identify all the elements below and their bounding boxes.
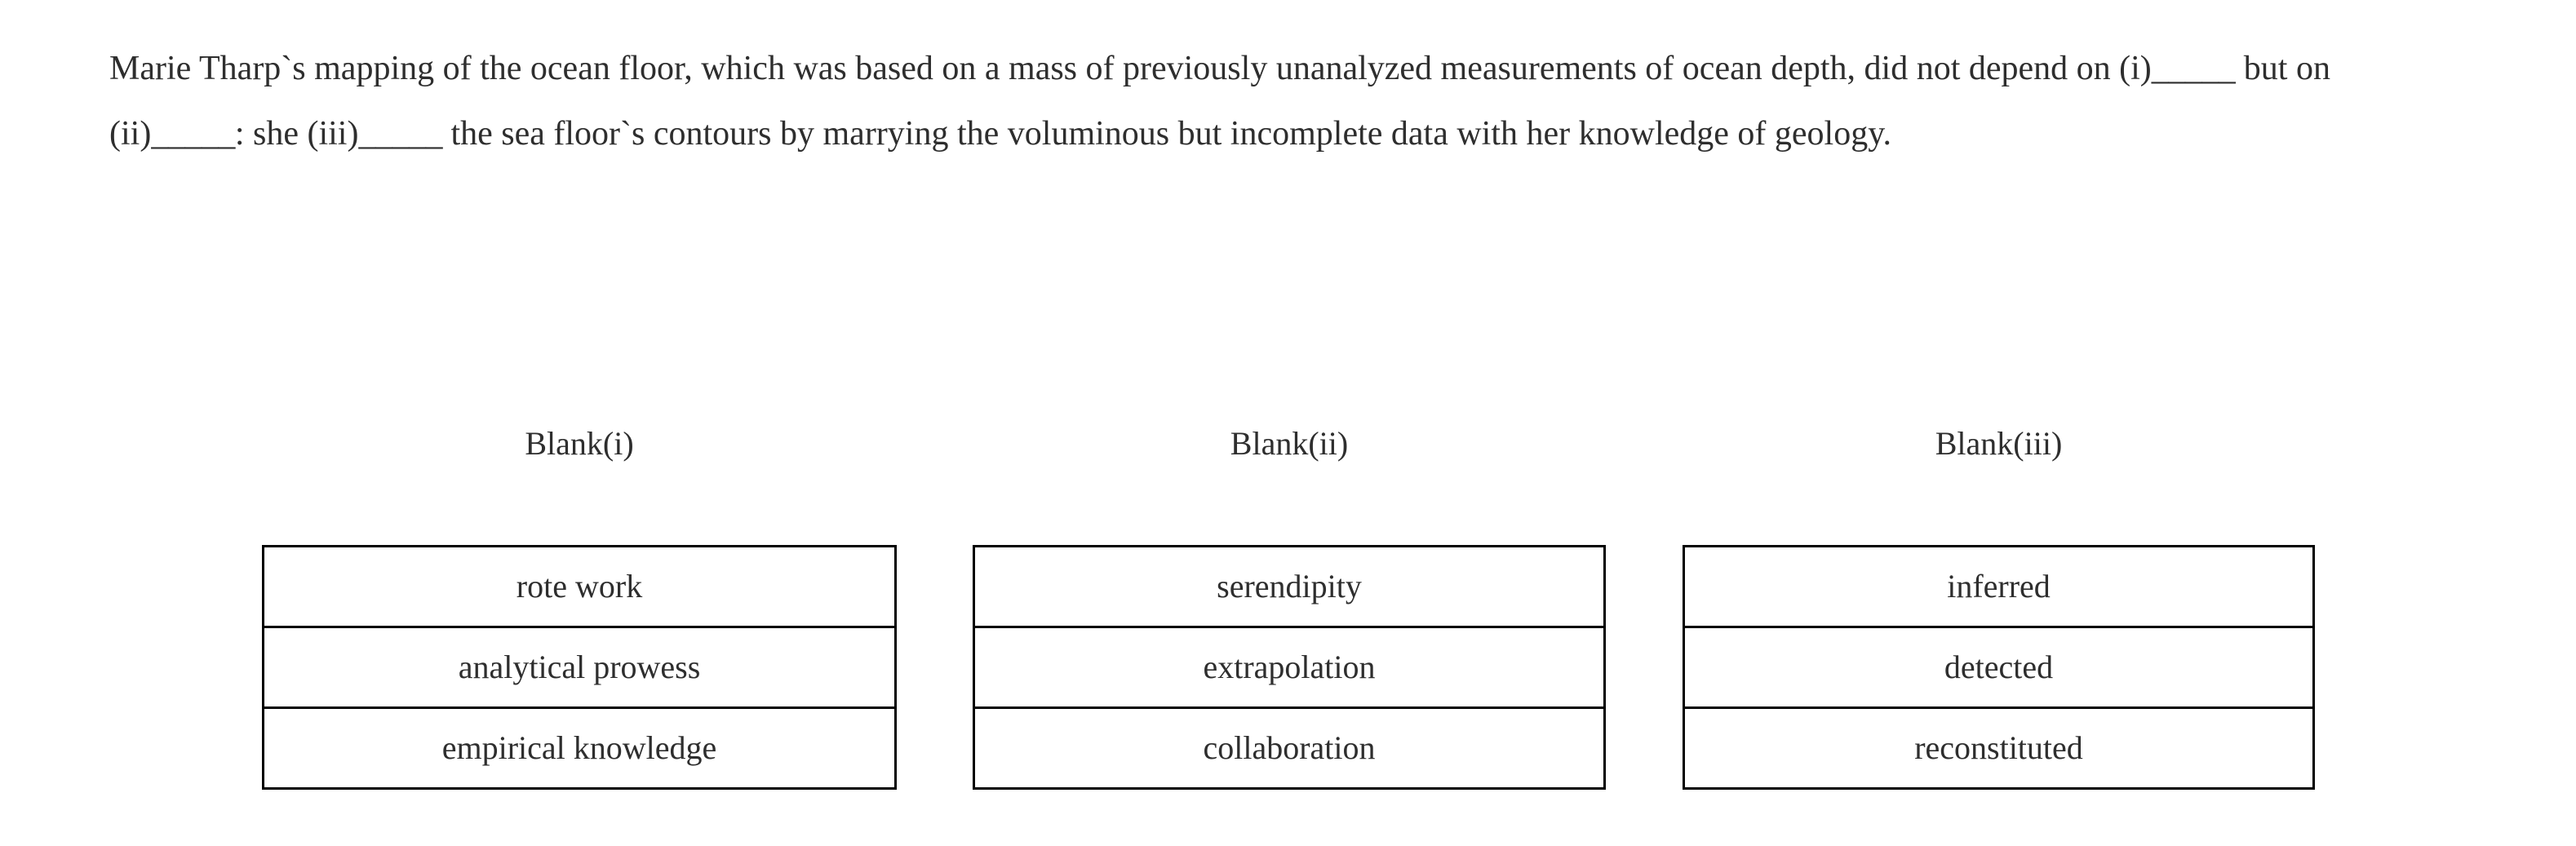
option-cell-ii-2[interactable]: extrapolation: [973, 626, 1606, 709]
table-row[interactable]: reconstituted: [1683, 706, 2315, 790]
option-cell-i-1[interactable]: rote work: [262, 545, 897, 628]
question-segment-1: Marie Tharp`s mapping of the ocean floor…: [109, 50, 2152, 87]
option-table-blank-iii: inferred detected reconstituted: [1683, 545, 2315, 790]
blank-i-placeholder: _____: [2151, 50, 2236, 87]
table-row[interactable]: rote work: [262, 545, 897, 628]
answer-column-blank-iii: Blank(iii) inferred detected reconstitut…: [1683, 424, 2315, 790]
table-row[interactable]: serendipity: [973, 545, 1606, 628]
blank-iii-placeholder: _____: [358, 115, 442, 153]
question-segment-2: but on (ii): [109, 50, 2330, 153]
table-row[interactable]: extrapolation: [973, 626, 1606, 709]
table-row[interactable]: inferred: [1683, 545, 2315, 628]
blank-ii-placeholder: _____: [151, 115, 235, 153]
option-cell-i-3[interactable]: empirical knowledge: [262, 706, 897, 790]
question-segment-3: : she (iii): [234, 115, 359, 153]
column-header-blank-iii: Blank(iii): [1935, 425, 2063, 462]
answer-column-blank-i: Blank(i) rote work analytical prowess em…: [262, 424, 897, 790]
answer-choices-area: Blank(i) rote work analytical prowess em…: [0, 424, 2576, 832]
option-cell-i-2[interactable]: analytical prowess: [262, 626, 897, 709]
table-row[interactable]: empirical knowledge: [262, 706, 897, 790]
option-table-blank-ii: serendipity extrapolation collaboration: [973, 545, 1606, 790]
option-cell-iii-2[interactable]: detected: [1683, 626, 2315, 709]
option-cell-iii-3[interactable]: reconstituted: [1683, 706, 2315, 790]
table-row[interactable]: detected: [1683, 626, 2315, 709]
table-row[interactable]: collaboration: [973, 706, 1606, 790]
column-header-blank-i: Blank(i): [525, 425, 634, 462]
question-segment-4: the sea floor`s contours by marrying the…: [441, 115, 1891, 153]
option-cell-ii-1[interactable]: serendipity: [973, 545, 1606, 628]
column-header-blank-ii: Blank(ii): [1230, 425, 1349, 462]
option-table-blank-i: rote work analytical prowess empirical k…: [262, 545, 897, 790]
question-prompt: Marie Tharp`s mapping of the ocean floor…: [109, 36, 2458, 166]
option-cell-iii-1[interactable]: inferred: [1683, 545, 2315, 628]
answer-column-blank-ii: Blank(ii) serendipity extrapolation coll…: [973, 424, 1606, 790]
option-cell-ii-3[interactable]: collaboration: [973, 706, 1606, 790]
table-row[interactable]: analytical prowess: [262, 626, 897, 709]
